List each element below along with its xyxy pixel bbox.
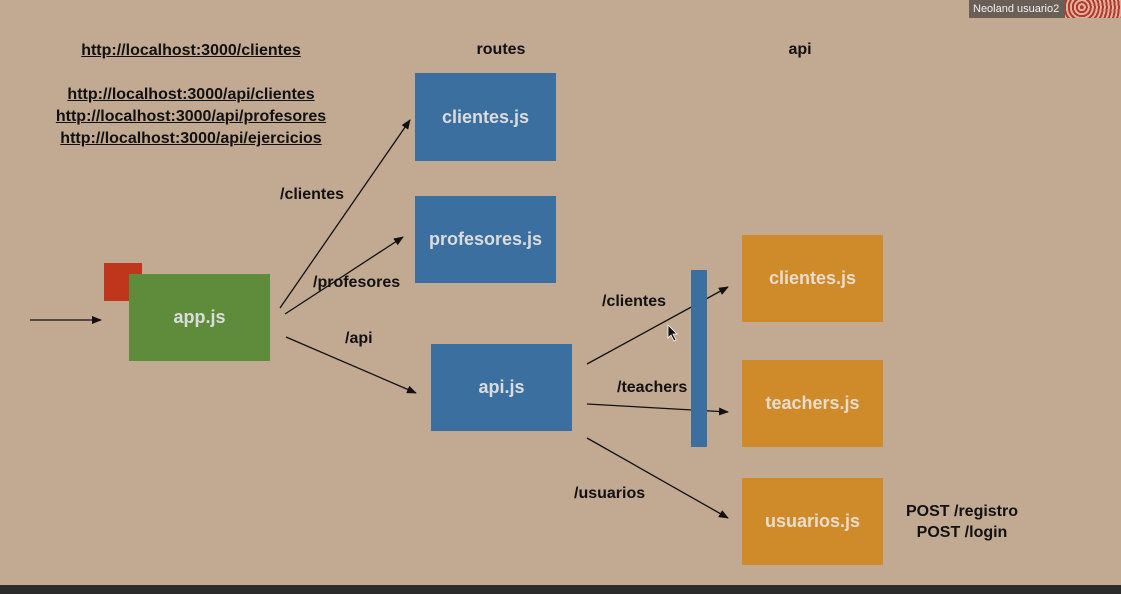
api-teachers-label: teachers.js	[765, 393, 860, 413]
api-clientes-box: clientes.js	[742, 235, 883, 322]
api-usuarios-box: usuarios.js	[742, 478, 883, 565]
endpoint-registro: POST /registro	[905, 503, 1019, 520]
edge-label-clientes: /clientes	[280, 186, 345, 203]
routes-heading: routes	[476, 41, 526, 58]
url-api-clientes[interactable]: http://localhost:3000/api/clientes	[67, 86, 315, 103]
participant-avatar	[1065, 0, 1121, 18]
arrow-app-to-routes-profesores	[284, 236, 404, 315]
url-clientes[interactable]: http://localhost:3000/clientes	[81, 42, 301, 59]
arrow-api-to-usuarios	[586, 437, 729, 519]
app-js-box: app.js	[129, 274, 270, 361]
participant-badge: Neoland usuario2	[969, 0, 1121, 18]
endpoint-login: POST /login	[916, 524, 1008, 541]
arrow-app-to-api	[285, 336, 417, 394]
api-router-bar	[691, 270, 707, 447]
mouse-pointer-icon	[667, 324, 678, 342]
api-heading: api	[788, 41, 812, 58]
api-js-box: api.js	[431, 344, 572, 431]
bottom-toolbar-strip	[0, 585, 1121, 594]
api-usuarios-label: usuarios.js	[764, 511, 861, 531]
url-api-ejercicios[interactable]: http://localhost:3000/api/ejercicios	[60, 130, 322, 147]
routes-profesores-label: profesores.js	[428, 229, 543, 249]
routes-clientes-label: clientes.js	[441, 106, 530, 127]
arrow-app-to-routes-clientes	[279, 119, 411, 309]
api-teachers-box: teachers.js	[742, 360, 883, 447]
api-js-label: api.js	[478, 377, 525, 397]
app-js-label: app.js	[173, 307, 226, 327]
edge-label-profesores: /profesores	[313, 274, 401, 291]
routes-profesores-box: profesores.js	[415, 196, 556, 283]
api-clientes-label: clientes.js	[768, 268, 857, 288]
edge-label-api-teachers: /teachers	[617, 379, 688, 396]
edge-label-api-usuarios: /usuarios	[574, 485, 646, 502]
edge-label-api-clientes: /clientes	[602, 293, 667, 310]
routes-clientes-box: clientes.js	[415, 73, 556, 161]
url-api-profesores[interactable]: http://localhost:3000/api/profesores	[55, 108, 327, 125]
participant-name: Neoland usuario2	[973, 3, 1060, 15]
edge-label-api: /api	[345, 330, 373, 347]
